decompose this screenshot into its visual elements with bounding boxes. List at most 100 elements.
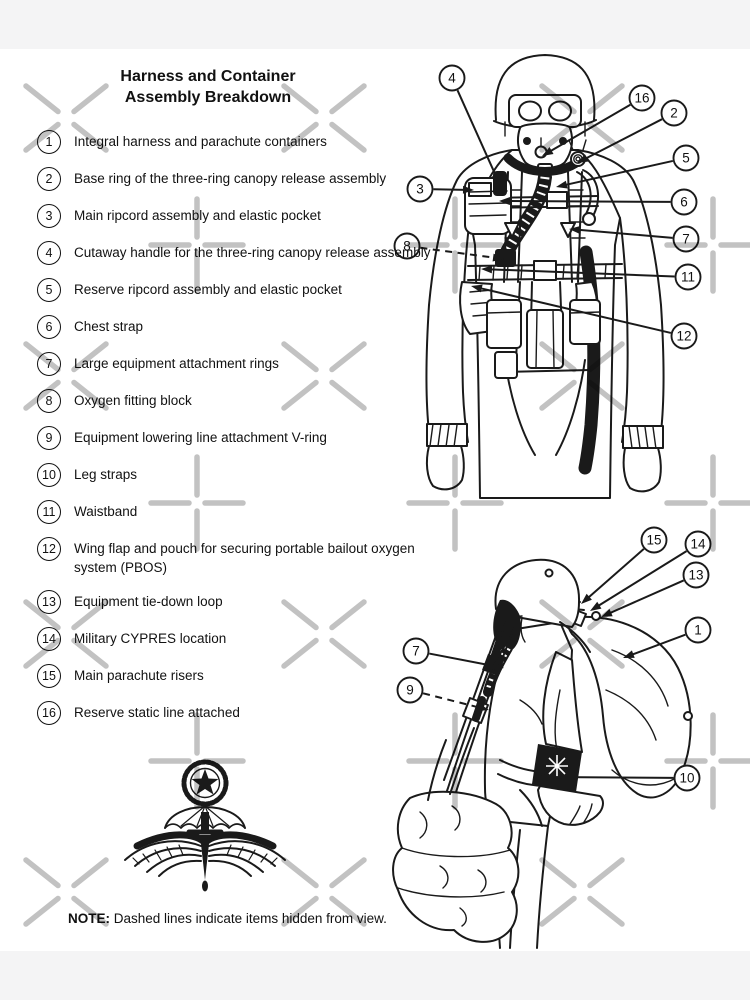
legend-item: 7 Large equipment attachment rings [37,352,439,376]
callout-leader-line [577,228,673,239]
callout-arrowhead [590,601,602,611]
footnote-label: NOTE: [68,911,110,926]
legend-item-number: 16 [37,701,61,725]
callout-leader-line [456,89,498,178]
legend-item-text: Reserve static line attached [74,705,240,720]
callout-leader-line [422,692,481,709]
legend-item-text: Base ring of the three-ring canopy relea… [74,171,387,186]
front-view-figure-illustration [425,54,665,499]
side-view-figure-illustration [392,558,693,949]
title-line-2: Assembly Breakdown [124,89,292,106]
legend-item: 3 Main ripcord assembly and elastic pocke… [37,204,439,228]
callout-number: 11 [681,270,695,285]
callout-circle [628,84,656,112]
callout-circle [674,263,702,291]
callout-circle [402,637,430,665]
legend-item: 13 Equipment tie-down loop [37,590,439,614]
callout-leader-line [479,287,672,334]
legend-item-text: Cutaway handle for the three-ring canopy… [74,245,431,260]
military-freefall-jump-wings-icon [124,759,286,892]
callout-number: 15 [646,533,661,548]
callout-circle [672,144,700,172]
callout-circle [682,561,710,589]
legend-item: 2 Base ring of the three-ring canopy rele… [37,167,439,191]
callout-number: 9 [406,683,414,698]
callout-arrowhead [499,197,511,206]
callout-number: 13 [688,568,703,583]
callout-arrowhead [569,225,581,234]
legend-item-text: Equipment lowering line attachment V-rin… [74,430,327,445]
callout-leader-line [433,188,466,191]
footnote: NOTE: Dashed lines indicate items hidden… [68,911,387,926]
diagram-title: Harness and Container Assembly Breakdown [20,66,396,108]
callout-number: 10 [679,771,694,786]
callout-circle [396,676,424,704]
legend-item-number: 12 [37,537,61,561]
callout-arrowhead [556,180,568,189]
legend-item-text: Oxygen fitting block [74,393,192,408]
callout-circle [406,175,434,203]
legend-item-number: 3 [37,204,61,228]
legend-item-text: Large equipment attachment rings [74,356,279,371]
callout-circle [673,764,701,792]
callout-arrowhead [471,284,483,293]
callout-arrowhead [537,773,549,782]
legend-item: 4 Cutaway handle for the three-ring canop… [37,241,439,265]
callout-number: 12 [676,329,691,344]
callout-number: 16 [634,91,649,106]
callout-leader-line [545,776,674,779]
callout-leader-line [597,550,688,608]
callout-arrowhead [491,173,500,185]
callout-number: 14 [690,537,706,552]
callout-leader-line [631,633,686,656]
legend-item: 11 Waistband [37,500,439,524]
callout-arrowhead [577,154,589,163]
callout-arrowhead [477,703,489,712]
legend-item-number: 11 [37,500,61,524]
callout-leader-line [587,548,645,599]
legend-item-number: 2 [37,167,61,191]
callout-leader-line [564,159,674,187]
callout-circle [660,99,688,127]
legend-item-number: 7 [37,352,61,376]
callout-number: 4 [448,71,456,86]
callout-arrowhead [601,608,613,617]
legend-item-number: 1 [37,130,61,154]
legend-item-text: Equipment tie-down loop [74,594,223,609]
callout-arrowhead [481,265,493,274]
legend-item-number: 14 [37,627,61,651]
title-line-1: Harness and Container [120,68,296,85]
callout-number: 6 [680,195,688,210]
callout-arrowhead [623,650,635,658]
legend-item-text: Waistband [74,504,138,519]
legend-item: 9 Equipment lowering line attachment V-ri… [37,426,439,450]
legend-item-text: Wing flap and pouch for securing portabl… [74,541,415,575]
callout-number: 1 [694,623,702,638]
callout-circle [684,616,712,644]
legend-item-number: 6 [37,315,61,339]
legend-item-number: 4 [37,241,61,265]
legend-item: 16 Reserve static line attached [37,701,439,725]
legend-item-text: Main ripcord assembly and elastic pocket [74,208,321,223]
legend-item-text: Integral harness and parachute container… [74,134,327,149]
callout-number: 5 [682,151,690,166]
legend-item-number: 13 [37,590,61,614]
callout-number: 3 [416,182,424,197]
callout-circle [670,322,698,350]
legend-item-number: 10 [37,463,61,487]
legend-list: 1 Integral harness and parachute containe… [37,130,439,738]
callout-arrowhead [581,593,592,604]
callout-leader-line [507,200,671,203]
legend-item: 12 Wing flap and pouch for securing porta… [37,537,439,577]
callout-number: 2 [670,106,678,121]
legend-item-text: Reserve ripcord assembly and elastic poc… [74,282,342,297]
legend-item-number: 9 [37,426,61,450]
callout-arrowhead [492,253,504,262]
